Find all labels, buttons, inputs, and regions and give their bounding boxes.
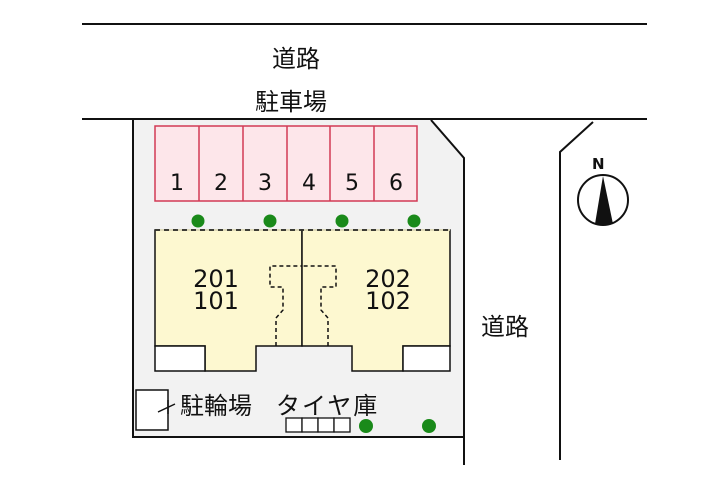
- parking-stall-6: 6: [389, 171, 403, 196]
- north-arrow-icon: [577, 174, 629, 226]
- road-right-edge-line: [559, 121, 594, 460]
- unit-left-lower-number: 101: [193, 287, 239, 315]
- balcony-right: [402, 345, 451, 372]
- stair-left-outline: [269, 265, 302, 346]
- lot-boundary-left-bottom: [132, 120, 464, 438]
- balcony-left: [154, 345, 206, 372]
- trees-top: [191, 214, 421, 228]
- bicycle-parking-label: 駐輪場: [180, 392, 252, 420]
- road-label-right: 道路: [481, 313, 529, 341]
- tire-storage-boxes: [285, 417, 351, 433]
- unit-right-lower-number: 102: [365, 287, 411, 315]
- unit-right-upper-number: 202: [365, 265, 411, 293]
- parking-label: 駐車場: [255, 88, 327, 116]
- parking-stall-1: 1: [170, 171, 184, 196]
- bicycle-pointer-line: [157, 400, 176, 414]
- parking-stall-3: 3: [258, 171, 272, 196]
- lot-boundary-right: [430, 119, 465, 465]
- parking-area: [154, 125, 418, 202]
- trees-bottom: [359, 419, 436, 433]
- tire-storage-label: タイヤ庫: [276, 392, 380, 420]
- north-label: N: [592, 155, 605, 173]
- parking-stall-4: 4: [302, 171, 316, 196]
- road-label-top: 道路: [272, 45, 320, 73]
- parking-stall-2: 2: [214, 171, 228, 196]
- unit-left-upper-number: 201: [193, 265, 239, 293]
- stair-right-outline: [302, 265, 337, 346]
- parking-stall-5: 5: [345, 171, 359, 196]
